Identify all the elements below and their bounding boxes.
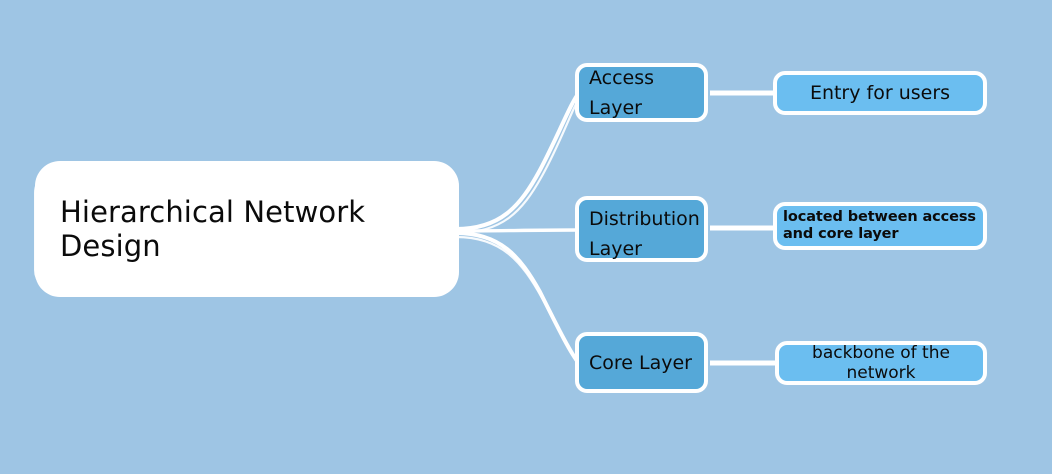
leaf-node-label: backbone of the network	[812, 343, 950, 383]
connector-root-to-access-shadow	[454, 95, 582, 235]
leaf-node-label: Entry for users	[809, 82, 951, 104]
leaf-node-access-description[interactable]: Entry for users	[773, 71, 987, 115]
leaf-node-distribution-description[interactable]: located between access and core layer	[773, 202, 987, 250]
root-node[interactable]: Hierarchical Network Design	[34, 162, 459, 296]
branch-node-core-layer[interactable]: Core Layer	[575, 332, 708, 393]
branch-node-label: Distribution Layer	[589, 208, 700, 260]
connector-root-to-distribution	[454, 228, 581, 233]
branch-node-access-layer[interactable]: Access Layer	[575, 63, 708, 122]
root-node-label: Hierarchical Network Design	[60, 195, 366, 263]
branch-node-label: Access Layer	[589, 66, 655, 119]
branch-node-distribution-layer[interactable]: Distribution Layer	[575, 196, 708, 262]
leaf-node-core-description[interactable]: backbone of the network	[775, 341, 987, 385]
connector-root-to-core	[454, 231, 581, 365]
connector-root-to-access	[454, 91, 581, 231]
leaf-node-label: located between access and core layer	[783, 209, 976, 242]
branch-node-label: Core Layer	[589, 351, 692, 374]
connector-root-to-core-shadow	[454, 235, 582, 369]
